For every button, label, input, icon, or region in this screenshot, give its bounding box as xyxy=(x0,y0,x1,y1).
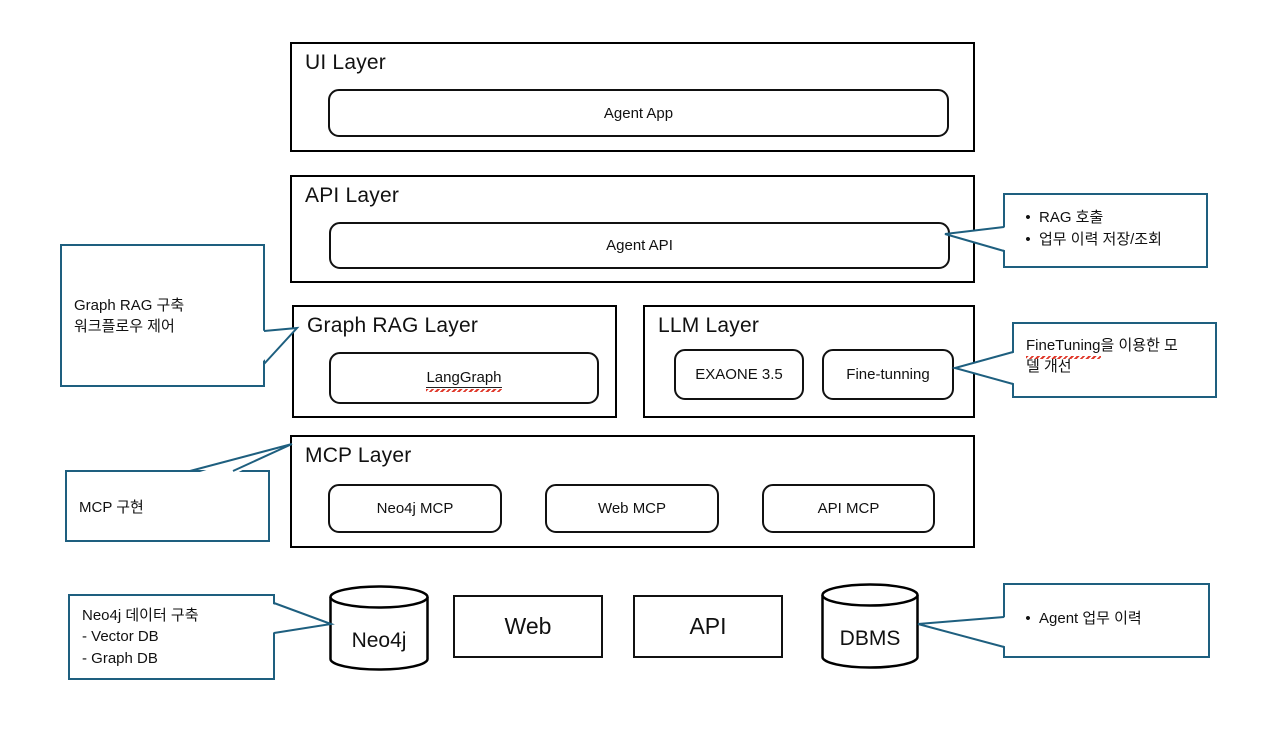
web-mcp-label: Web MCP xyxy=(597,500,667,517)
web-mcp-box: Web MCP xyxy=(545,484,719,533)
callout-tail-dbms-stroke xyxy=(917,616,1005,648)
neo4j-label: Neo4j xyxy=(351,628,407,652)
agent-api-box: Agent API xyxy=(329,222,950,269)
callout-graph-rag-line2: 워크플로우 제어 xyxy=(74,318,175,336)
ui-layer-box: UI Layer Agent App xyxy=(290,42,975,152)
exaone-label: EXAONE 3.5 xyxy=(695,366,783,383)
bullet-icon: • xyxy=(1025,230,1031,248)
api-box: API xyxy=(633,595,783,658)
callout-ft-flagged-word: FineTuning xyxy=(1026,335,1101,360)
bullet-icon: • xyxy=(1025,209,1031,226)
callout-mcp-line1: MCP 구현 xyxy=(79,499,144,516)
callout-neo4j-title: Neo4j 데이터 구축 xyxy=(82,607,199,624)
api-mcp-label: API MCP xyxy=(817,500,880,517)
api-mcp-box: API MCP xyxy=(762,484,935,533)
llm-layer-box: LLM Layer EXAONE 3.5 Fine-tunning xyxy=(643,305,975,418)
graph-rag-layer-box: Graph RAG Layer LangGraph xyxy=(292,305,617,418)
bullet-icon: • xyxy=(1025,610,1031,627)
callout-fine-tuning: FineTuning을 이용한 모 델 개선 xyxy=(1012,322,1217,398)
web-box: Web xyxy=(453,595,603,658)
mcp-layer-title: MCP Layer xyxy=(305,444,412,467)
callout-neo4j: Neo4j 데이터 구축 - Vector DB - Graph DB xyxy=(68,594,275,680)
ui-layer-title: UI Layer xyxy=(305,51,386,74)
llm-layer-title: LLM Layer xyxy=(658,314,760,337)
api-layer-box: API Layer Agent API xyxy=(290,175,975,283)
langgraph-box: LangGraph xyxy=(329,352,599,404)
graph-rag-layer-title: Graph RAG Layer xyxy=(307,314,479,337)
callout-tail-dbms xyxy=(918,617,1008,647)
cylinder-shape xyxy=(329,585,429,671)
dbms-label: DBMS xyxy=(839,626,901,650)
api-layer-title: API Layer xyxy=(305,184,400,207)
callout-tail-neo4j-stroke xyxy=(273,602,335,634)
callout-graph-rag: Graph RAG 구축 워크플로우 제어 xyxy=(60,244,265,387)
callout-tail-mcp-stroke xyxy=(189,443,293,472)
callout-mcp: MCP 구현 xyxy=(65,470,270,542)
callout-dbms: • Agent 업무 이력 xyxy=(1003,583,1210,658)
callout-agent-api: • RAG 호출 • 업무 이력 저장/조회 xyxy=(1003,193,1208,268)
callout-tail-neo4j xyxy=(270,603,331,633)
api-label: API xyxy=(689,613,727,639)
neo4j-mcp-box: Neo4j MCP xyxy=(328,484,502,533)
callout-ft-line1-rest: 을 이용한 모 xyxy=(1100,337,1178,354)
callout-neo4j-line1: - Vector DB xyxy=(82,628,159,646)
callout-graph-rag-line1: Graph RAG 구축 xyxy=(74,297,185,314)
web-label: Web xyxy=(504,613,552,639)
neo4j-cylinder: Neo4j xyxy=(328,585,430,672)
cylinder-shape xyxy=(821,583,919,669)
callout-dbms-line1: Agent 업무 이력 xyxy=(1039,610,1142,627)
agent-app-label: Agent App xyxy=(603,104,674,122)
fine-tunning-box: Fine-tunning xyxy=(822,349,954,400)
agent-app-box: Agent App xyxy=(328,89,949,137)
callout-agent-api-line2: 업무 이력 저장/조회 xyxy=(1039,230,1162,248)
neo4j-mcp-label: Neo4j MCP xyxy=(376,500,454,517)
mcp-layer-box: MCP Layer Neo4j MCP Web MCP API MCP xyxy=(290,435,975,548)
dbms-cylinder: DBMS xyxy=(820,583,920,670)
exaone-box: EXAONE 3.5 xyxy=(674,349,804,400)
fine-tunning-label: Fine-tunning xyxy=(846,366,930,383)
callout-ft-line2: 델 개선 xyxy=(1026,358,1072,376)
callout-agent-api-line1: RAG 호출 xyxy=(1039,209,1104,226)
agent-api-label: Agent API xyxy=(606,237,673,254)
callout-neo4j-line2: - Graph DB xyxy=(82,649,158,667)
langgraph-label: LangGraph xyxy=(426,368,502,392)
